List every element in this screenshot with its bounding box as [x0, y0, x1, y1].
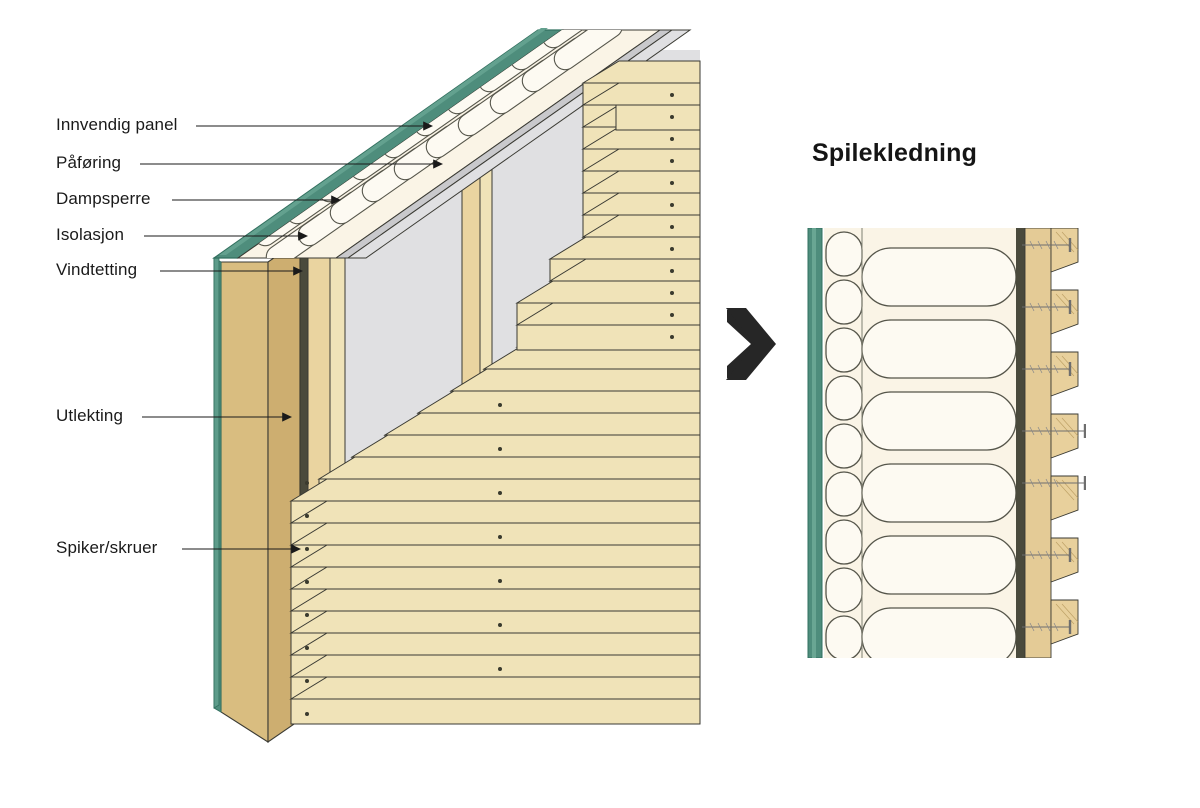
- detail-title: Spilekledning: [812, 139, 978, 167]
- chevron-right-icon: [726, 308, 776, 380]
- label-innvendig-panel: Innvendig panel: [56, 115, 178, 134]
- detail-section-illustration: [806, 228, 1086, 658]
- screw-fasteners: [1022, 238, 1086, 634]
- label-isolasjon: Isolasjon: [56, 225, 124, 244]
- cladding-wedges: [1050, 228, 1079, 645]
- cavity-lobes: [861, 247, 1017, 658]
- cladding-boards: [289, 324, 701, 725]
- label-utlekting: Utlekting: [56, 406, 124, 425]
- cladding-boards-upper: [515, 60, 701, 351]
- leader-lines: [140, 121, 444, 554]
- label-dampsperre: Dampsperre: [56, 189, 151, 208]
- panel-profile-lobes: [825, 231, 863, 658]
- label-spiker-skruer: Spiker/skruer: [56, 538, 158, 557]
- nail-dots: [305, 93, 674, 716]
- label-vindtetting: Vindtetting: [56, 260, 138, 279]
- label-paforing: Påføring: [56, 153, 122, 172]
